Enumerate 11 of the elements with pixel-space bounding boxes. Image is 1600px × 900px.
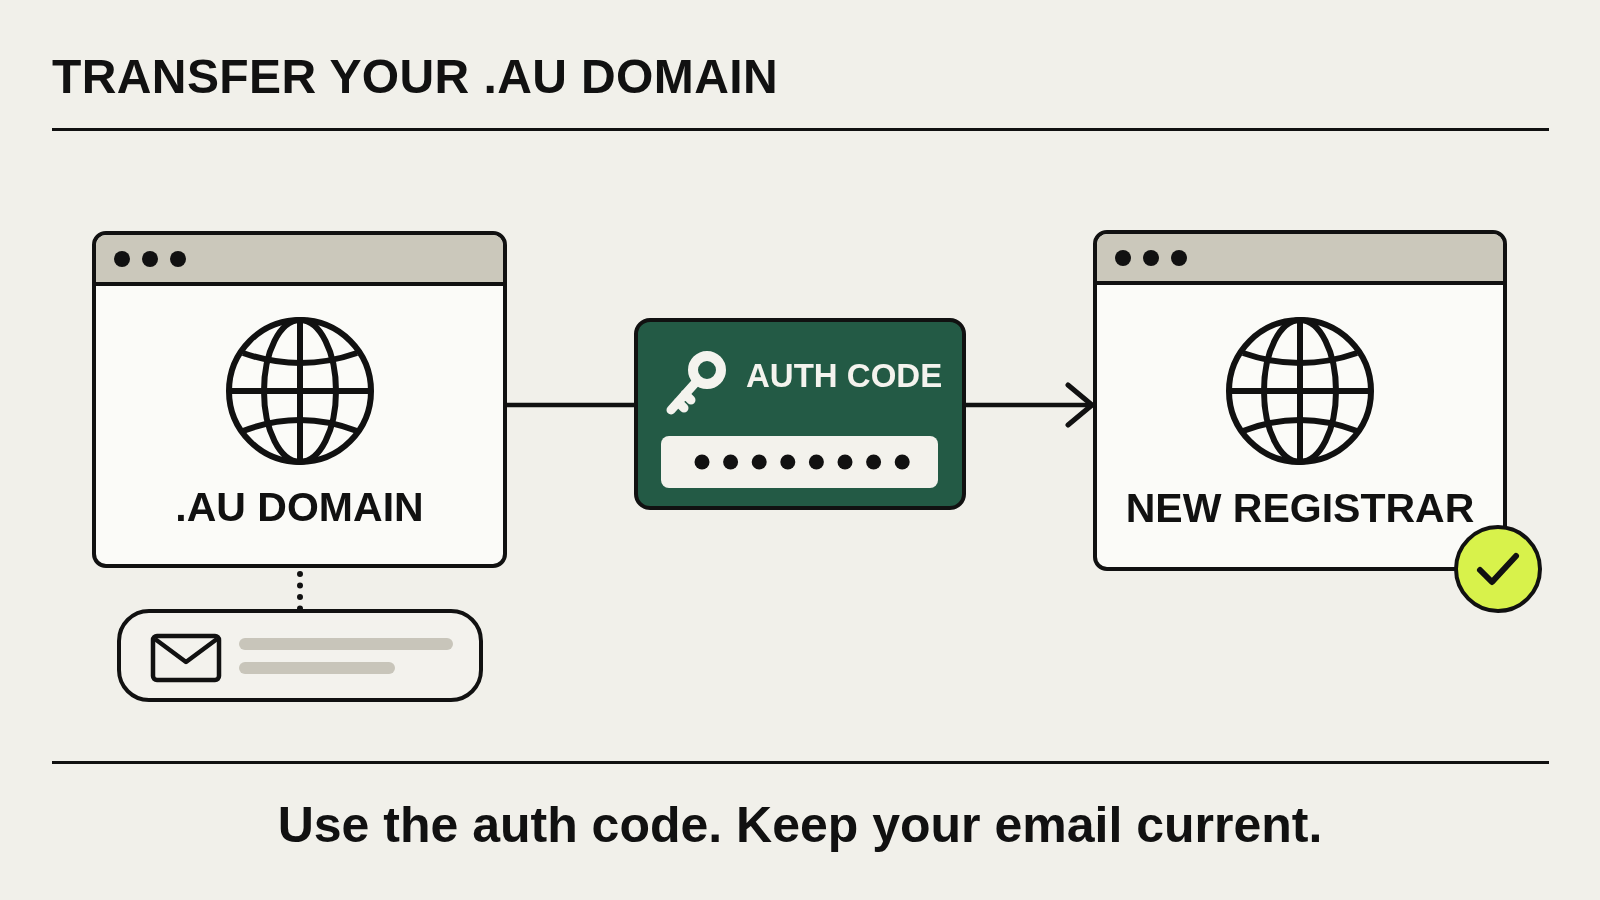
connector-line [507, 402, 634, 408]
window-label: NEW REGISTRAR [1125, 488, 1475, 529]
email-card [117, 609, 483, 702]
browser-window [92, 231, 507, 568]
window-label: .AU DOMAIN [175, 487, 424, 528]
auth-code-card [634, 318, 966, 510]
browser-window [1093, 230, 1507, 571]
arrow [966, 382, 1095, 428]
page-title: TRANSFER YOUR .AU DOMAIN [52, 53, 779, 101]
caption-text: Use the auth code. Keep your email current. [277, 800, 1323, 850]
card-label: AUTH CODE [746, 359, 943, 392]
